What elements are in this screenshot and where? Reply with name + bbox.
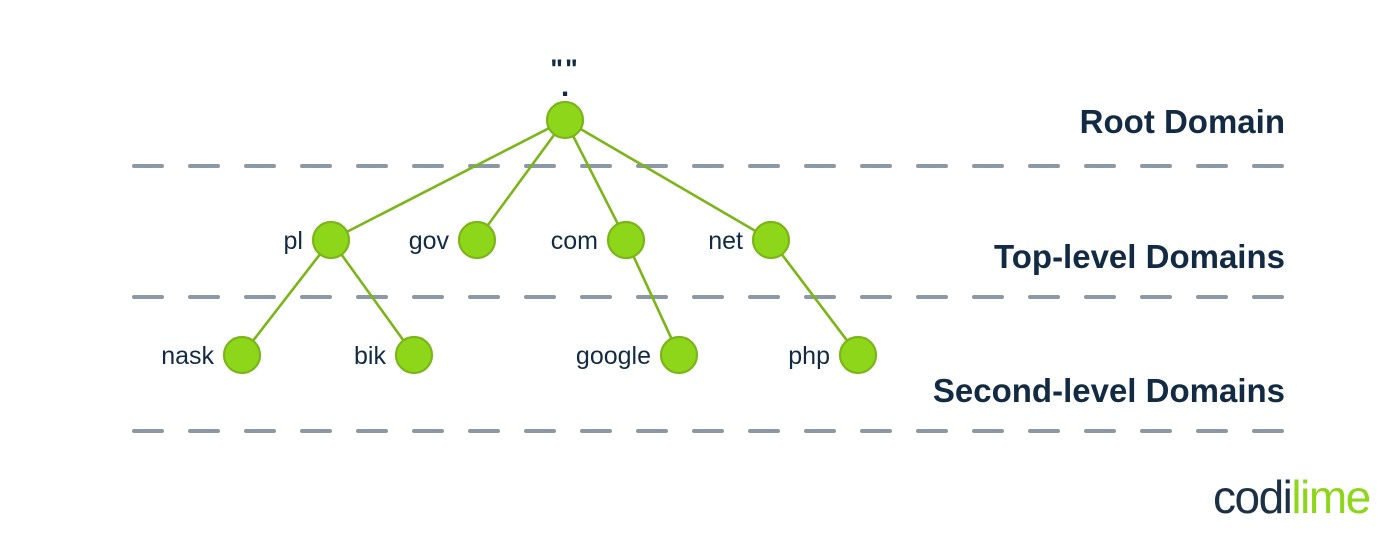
node-com[interactable]: com: [551, 220, 646, 260]
tier-label-sld: Second-level Domains: [933, 372, 1285, 409]
edge-com-to-google: [631, 254, 674, 341]
edge-root-to-gov: [485, 132, 557, 228]
node-net[interactable]: net: [708, 220, 791, 260]
node-bik[interactable]: bik: [354, 335, 434, 375]
node-circle-pl[interactable]: [311, 220, 351, 260]
node-php[interactable]: php: [788, 335, 878, 375]
root-node-label-layer: "".: [550, 54, 580, 103]
node-root[interactable]: [545, 100, 585, 140]
node-circle-gov[interactable]: [457, 220, 497, 260]
node-label-net: net: [708, 227, 743, 255]
edge-root-to-com: [571, 133, 620, 227]
node-google[interactable]: google: [576, 335, 699, 375]
tier-label-root: Root Domain: [1080, 103, 1285, 140]
edge-pl-to-nask: [251, 252, 322, 343]
node-circle-google[interactable]: [659, 335, 699, 375]
edge-root-to-pl: [344, 126, 552, 234]
logo-text-codi: codi: [1213, 471, 1293, 523]
node-circle-php[interactable]: [838, 335, 878, 375]
node-label-google: google: [576, 342, 651, 370]
root-label-quotes: "": [550, 54, 580, 84]
node-circle-root[interactable]: [545, 100, 585, 140]
tier-label-tld: Top-level Domains: [994, 238, 1285, 275]
tree-edges-layer: [251, 126, 850, 343]
edge-net-to-php: [779, 252, 850, 343]
root-label-dot: .: [561, 70, 569, 103]
logo-text-lime: lime: [1291, 471, 1371, 523]
node-label-nask: nask: [161, 342, 214, 370]
node-label-com: com: [551, 227, 598, 255]
edge-root-to-net: [578, 127, 758, 233]
node-label-bik: bik: [354, 342, 386, 370]
node-nask[interactable]: nask: [161, 335, 262, 375]
node-circle-net[interactable]: [751, 220, 791, 260]
node-pl[interactable]: pl: [284, 220, 351, 260]
node-gov[interactable]: gov: [409, 220, 497, 260]
node-circle-bik[interactable]: [394, 335, 434, 375]
codilime-logo: codilime: [1213, 471, 1371, 523]
tree-nodes-layer: pl gov com net nask bik google php: [161, 100, 878, 375]
node-circle-nask[interactable]: [222, 335, 262, 375]
node-label-pl: pl: [284, 227, 303, 255]
tier-dividers-layer: [132, 164, 1287, 433]
node-label-gov: gov: [409, 227, 450, 255]
edge-pl-to-bik: [339, 252, 406, 343]
node-label-php: php: [788, 342, 830, 370]
node-circle-com[interactable]: [606, 220, 646, 260]
